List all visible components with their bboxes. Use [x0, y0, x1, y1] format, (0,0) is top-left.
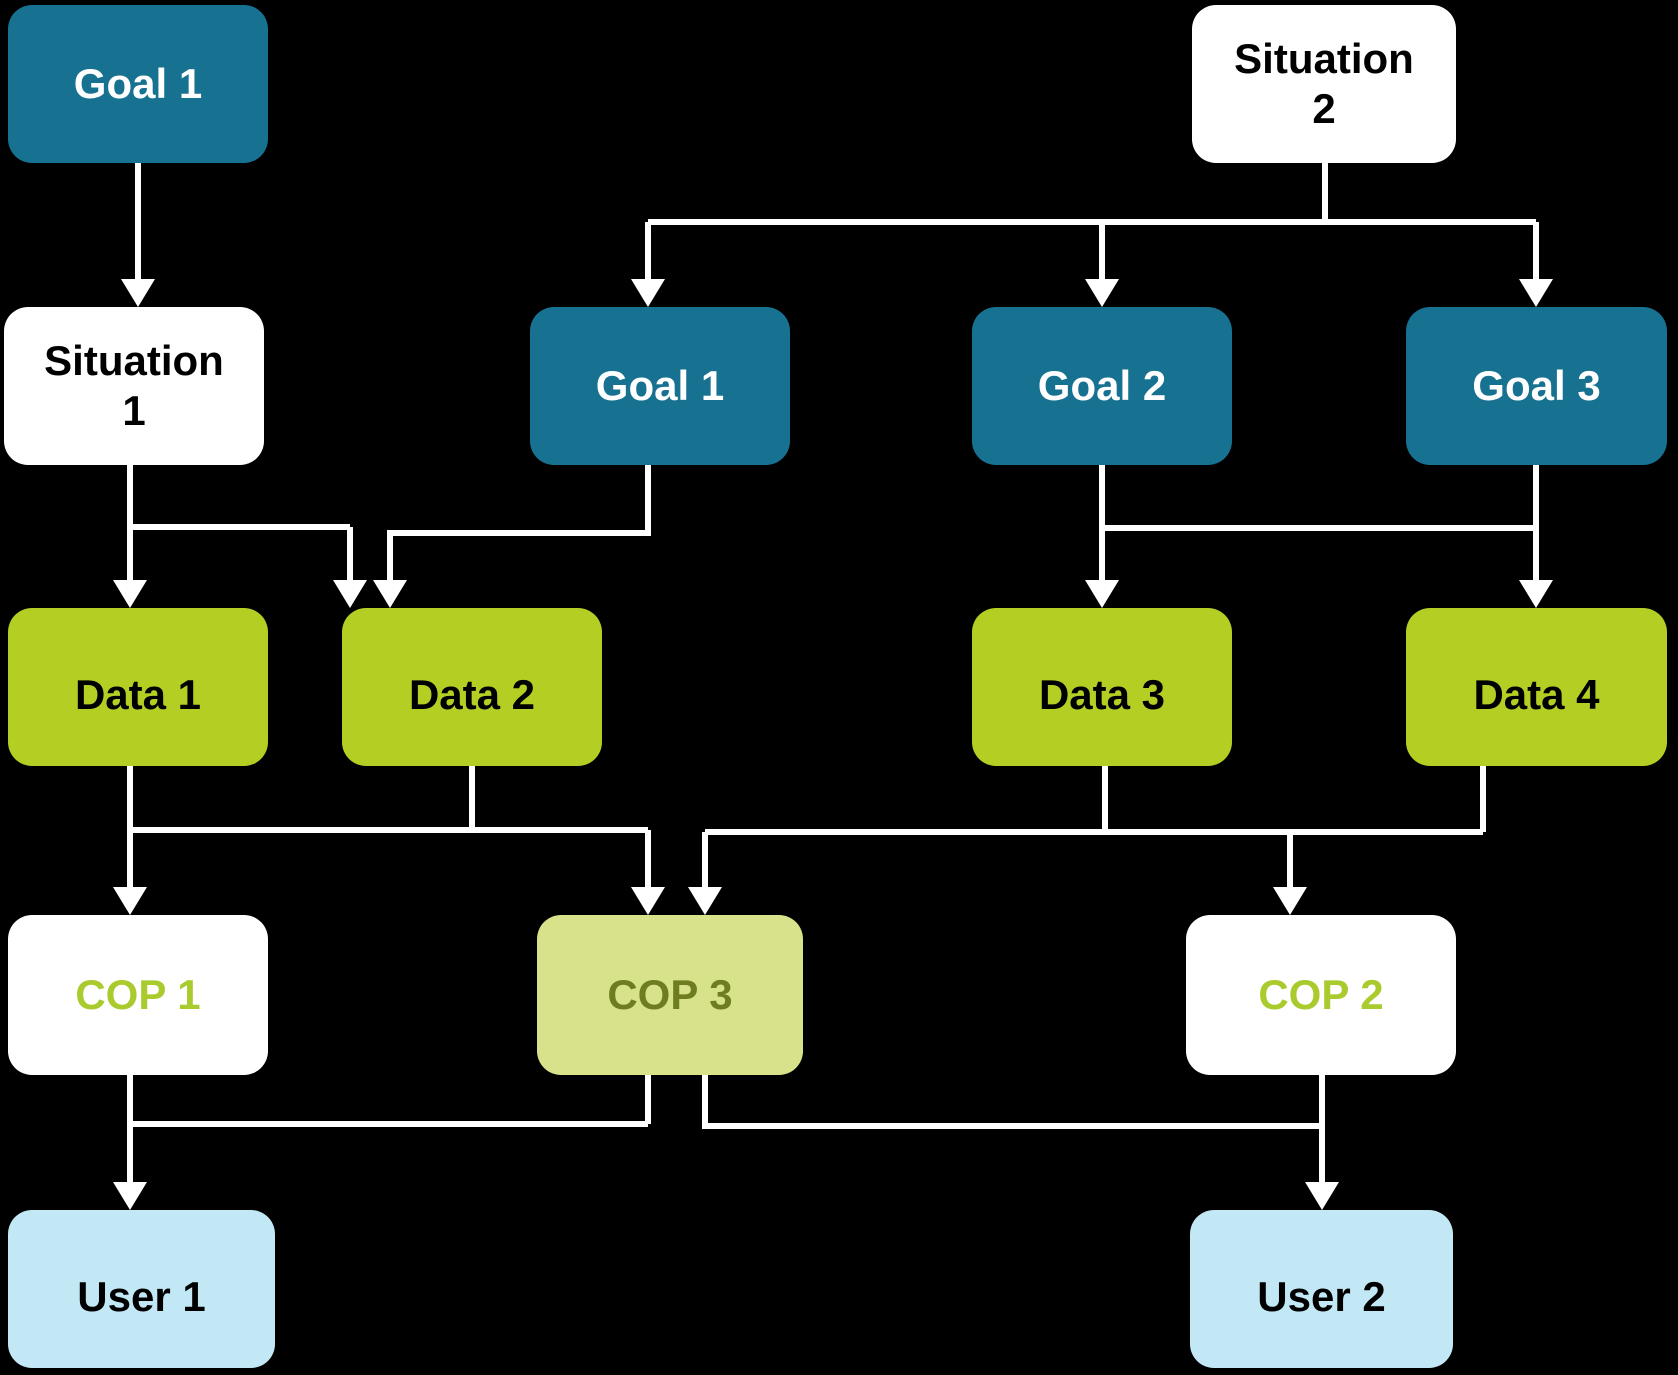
node-label: Situation: [44, 337, 224, 385]
edge-data1-data2-to-cop1-cop3: [127, 766, 651, 889]
node-goal-1-top: Goal 1: [8, 5, 268, 163]
node-data-4: Data 4: [1406, 608, 1667, 766]
arrowhead: [1085, 279, 1119, 307]
node-label: Goal 1: [73, 60, 203, 108]
arrowhead: [631, 887, 665, 915]
node-label: COP 3: [607, 971, 733, 1019]
edge-situation1-to-data1-data2: [127, 465, 353, 582]
arrowhead: [333, 580, 367, 608]
node-goal-1: Goal 1: [530, 307, 790, 465]
arrowhead: [1305, 1182, 1339, 1210]
arrowhead: [631, 279, 665, 307]
node-label: Data 3: [1038, 671, 1166, 719]
arrowhead: [1085, 580, 1119, 608]
node-label: COP 1: [75, 971, 201, 1019]
node-label-line2: 1: [122, 387, 146, 434]
node-label: Situation: [1234, 35, 1414, 83]
node-cop-2: COP 2: [1186, 915, 1456, 1075]
node-cop-1: COP 1: [8, 915, 268, 1075]
arrowhead: [113, 887, 147, 915]
node-label: Data 4: [1473, 671, 1600, 719]
arrowhead: [373, 580, 407, 608]
node-situation-1: Situation 1: [4, 307, 264, 465]
arrowhead: [121, 279, 155, 307]
edge-situation2-to-goals: [645, 163, 1539, 281]
arrowhead: [1519, 279, 1553, 307]
node-label: Data 1: [74, 671, 202, 719]
arrowhead: [113, 580, 147, 608]
edge-cop1-cop3-to-user1: [127, 1075, 651, 1184]
node-label: Data 2: [408, 671, 536, 719]
arrowhead: [1519, 580, 1553, 608]
node-situation-2: Situation 2: [1192, 5, 1456, 163]
node-label: User 2: [1257, 1273, 1386, 1321]
edge-goal1-to-data2: [387, 465, 651, 582]
node-data-1: Data 1: [8, 608, 268, 766]
node-label: COP 2: [1258, 971, 1384, 1019]
arrowhead: [113, 1182, 147, 1210]
node-data-2: Data 2: [342, 608, 602, 766]
node-user-1: User 1: [8, 1210, 275, 1368]
edge-goal2-goal3-to-data3-data4: [1099, 465, 1539, 582]
node-label: Goal 1: [595, 362, 725, 410]
arrowhead: [688, 887, 722, 915]
arrowhead: [1273, 887, 1307, 915]
node-goal-2: Goal 2: [972, 307, 1232, 465]
node-user-2: User 2: [1190, 1210, 1453, 1368]
node-label-line2: 2: [1312, 85, 1336, 132]
node-label: Goal 3: [1472, 362, 1601, 410]
edge-data3-data4-to-cop3-cop2: [702, 766, 1486, 889]
edge-cop3-cop2-to-user2: [702, 1075, 1325, 1184]
node-goal-3: Goal 3: [1406, 307, 1667, 465]
node-data-3: Data 3: [972, 608, 1232, 766]
node-label: Goal 2: [1037, 362, 1167, 410]
node-label: User 1: [77, 1273, 206, 1321]
node-cop-3: COP 3: [537, 915, 803, 1075]
